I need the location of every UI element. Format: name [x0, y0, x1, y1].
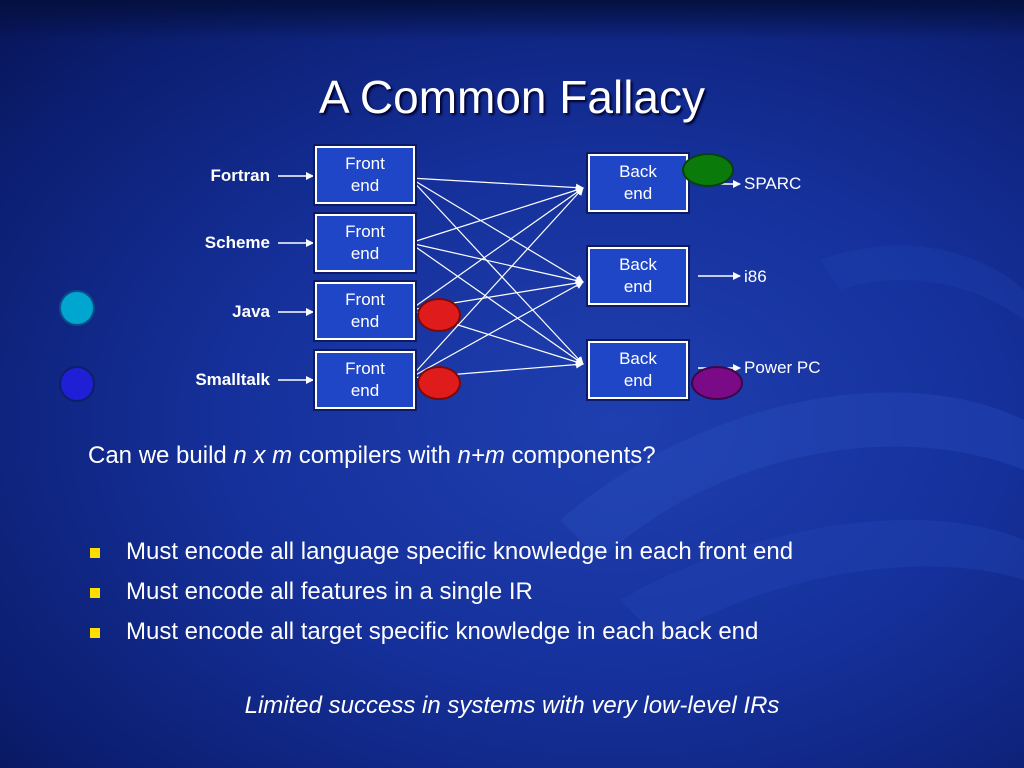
question-part: components? [504, 442, 656, 469]
front-end-box: Front end [313, 349, 417, 411]
conclusion-text: Limited success in systems with very low… [244, 692, 780, 719]
target-label: i86 [744, 267, 767, 286]
question-part: compilers with [292, 442, 458, 469]
red-circle-marker [417, 366, 461, 400]
back-end-label: end [623, 277, 653, 296]
question-emphasis: n+m [457, 442, 505, 469]
question-text: Can we build n x m compilers with n+m co… [88, 442, 656, 470]
front-end-label: Front [345, 222, 385, 241]
red-circle-marker [417, 298, 461, 332]
front-end-label: Front [345, 359, 385, 378]
front-end-label: end [350, 312, 380, 331]
question-emphasis: n x m [233, 442, 293, 469]
back-end-label: Back [619, 255, 657, 274]
bullet-item: Must encode all target specific knowledg… [88, 616, 968, 648]
target-label: Power PC [744, 358, 821, 377]
front-end-box: Front end [313, 212, 417, 274]
back-end-box: Back end [586, 152, 690, 214]
language-label: Fortran [210, 166, 271, 185]
cross-connections [409, 177, 584, 379]
bullet-list: Must encode all language specific knowle… [88, 536, 968, 656]
top-shade [0, 0, 1024, 40]
front-end-label: end [350, 381, 380, 400]
square-bullet-icon [90, 548, 100, 558]
back-end-box: Back end [586, 245, 690, 307]
bullet-item: Must encode all language specific knowle… [88, 536, 968, 568]
bullet-item: Must encode all features in a single IR [88, 576, 968, 608]
language-label: Scheme [204, 233, 270, 252]
bullet-text: Must encode all target specific knowledg… [126, 618, 759, 645]
back-end-box: Back end [586, 339, 690, 401]
language-label: Smalltalk [195, 370, 270, 389]
front-end-label: Front [345, 154, 385, 173]
front-end-box: Front end [313, 280, 417, 342]
front-end-label: end [350, 176, 380, 195]
blue-circle-marker [59, 366, 95, 402]
slide-title: A Common Fallacy [318, 71, 705, 123]
question-part: Can we build [88, 442, 234, 469]
back-end-label: end [623, 184, 653, 203]
cyan-circle-marker [59, 290, 95, 326]
back-end-label: Back [619, 162, 657, 181]
back-end-label: end [623, 371, 653, 390]
front-end-box: Front end [313, 144, 417, 206]
bullet-text: Must encode all features in a single IR [126, 578, 533, 605]
square-bullet-icon [90, 588, 100, 598]
green-circle-marker [682, 153, 734, 187]
square-bullet-icon [90, 628, 100, 638]
front-end-label: end [350, 244, 380, 263]
target-label: SPARC [744, 174, 802, 193]
front-end-label: Front [345, 290, 385, 309]
language-label: Java [232, 302, 270, 321]
purple-circle-marker [691, 366, 743, 400]
back-end-label: Back [619, 349, 657, 368]
bullet-text: Must encode all language specific knowle… [126, 538, 794, 565]
